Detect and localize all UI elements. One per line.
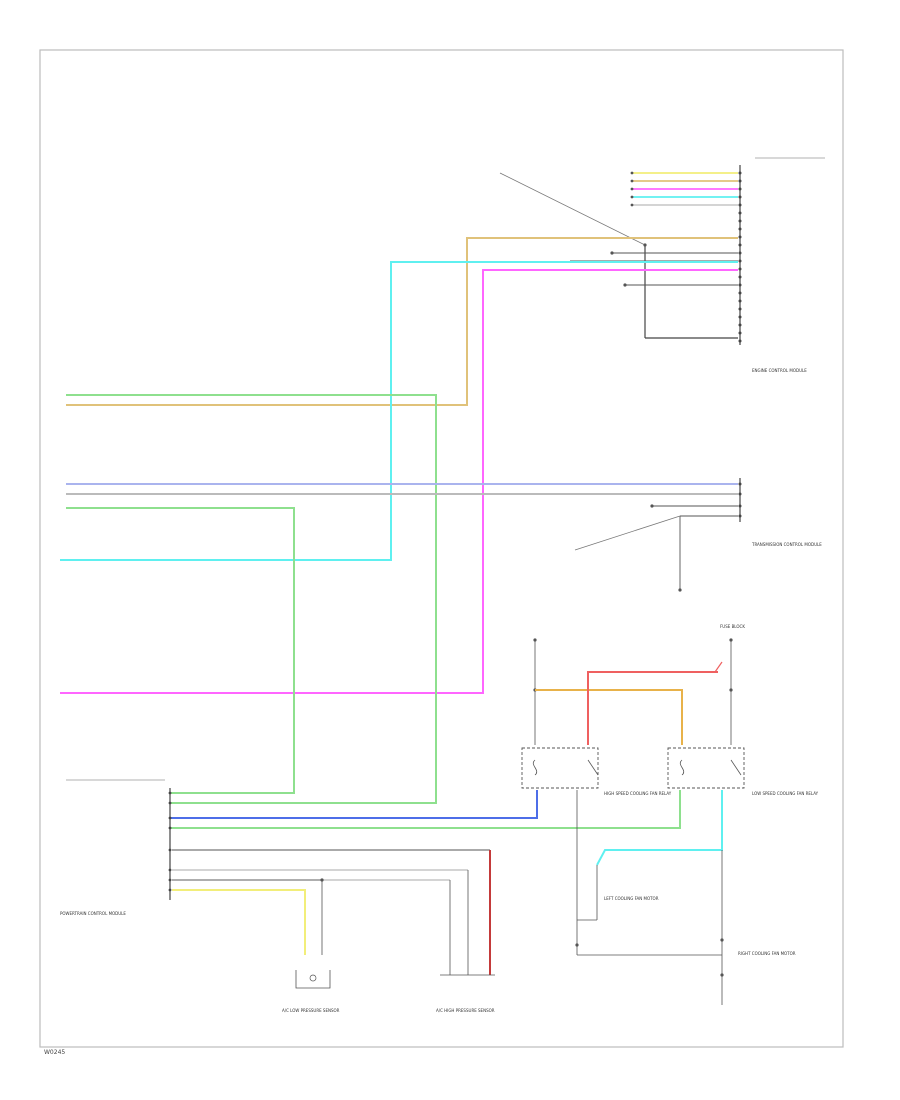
tan-wire [66,237,738,406]
label-high-speed-relay: HIGH SPEED COOLING FAN RELAY [604,791,672,796]
yellow-wire [172,889,306,955]
magenta-wire [60,269,738,694]
cyan-fan-wire [596,790,723,866]
top-connector-block [499,157,825,345]
tcm-connector [574,478,742,592]
blue-wire [170,790,538,819]
low-speed-relay-box [667,747,745,789]
green-wire-lower [66,507,295,794]
diagram-frame [39,49,844,1048]
label-tcm: TRANSMISSION CONTROL MODULE [751,542,822,547]
orange-wire [535,689,683,745]
label-ac-high-pressure: A/C HIGH PRESSURE SENSOR [436,1008,495,1013]
label-right-fan: RIGHT COOLING FAN MOTOR [738,951,796,956]
green-wire-upper [66,394,437,804]
cyan-wire [60,261,738,561]
ac-low-pressure-sensor [295,970,331,989]
label-ac-low-pressure: A/C LOW PRESSURE SENSOR [282,1008,340,1013]
page-id: W0245 [44,1049,65,1056]
label-engine-ecm: ENGINE CONTROL MODULE [752,368,807,373]
left-fan-motor [575,790,598,955]
label-left-fan: LEFT COOLING FAN MOTOR [604,896,659,901]
right-fan-motor [720,850,724,1005]
label-fuse-block: FUSE BLOCK [720,624,745,629]
green-wire-bottom [170,790,681,829]
label-powertrain-module: POWERTRAIN CONTROL MODULE [60,911,126,916]
label-low-speed-relay: LOW SPEED COOLING FAN RELAY [752,791,819,796]
red-wire [587,671,718,745]
high-speed-relay-box [521,747,599,789]
